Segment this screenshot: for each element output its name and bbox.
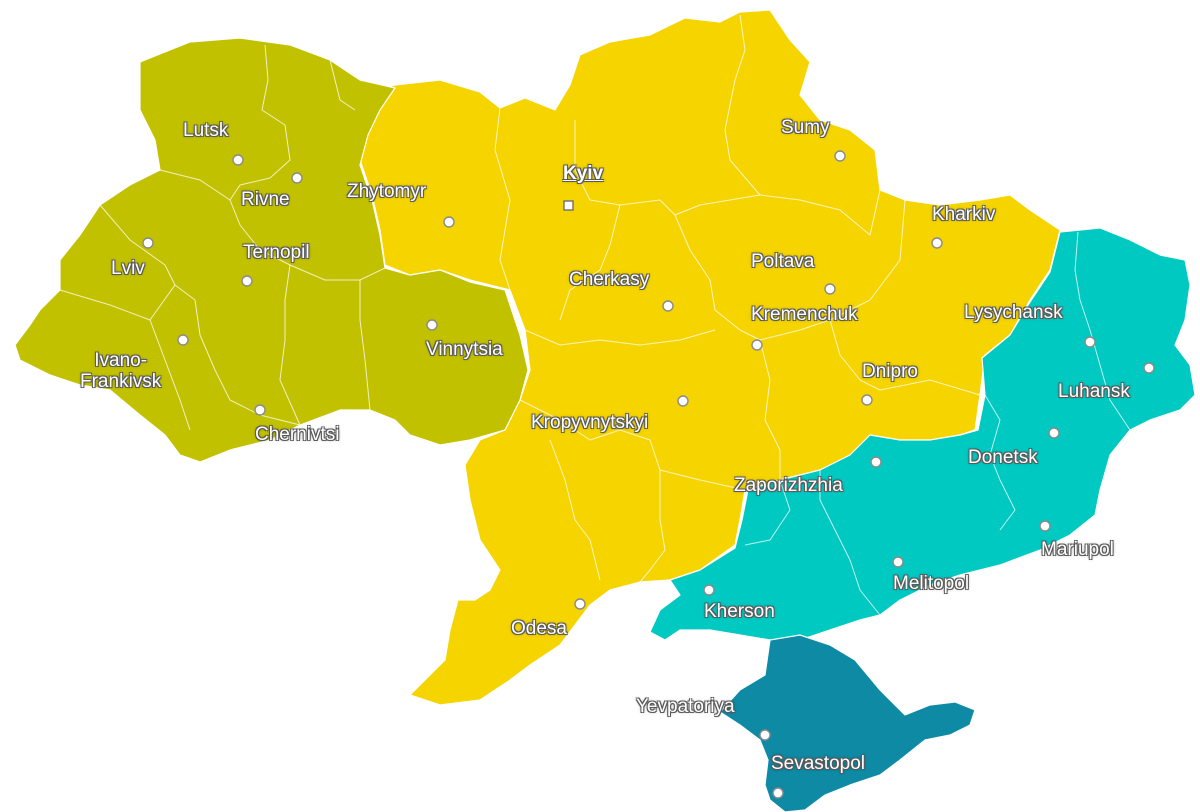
city-label-sevastopol: Sevastopol [771,753,866,774]
city-label-mariupol: Mariupol [1041,539,1114,560]
city-label-donetsk: Donetsk [968,447,1038,468]
city-label-yevpatoriya: Yevpatoriya [636,696,735,717]
city-dot-poltava[interactable] [824,283,836,295]
city-label-vinnytsia: Vinnytsia [426,339,503,360]
city-dot-vinnytsia[interactable] [426,319,438,331]
city-dot-lutsk[interactable] [232,154,244,166]
city-label-sumy: Sumy [781,117,830,138]
city-dot-sumy[interactable] [834,150,846,162]
city-dot-rivne[interactable] [291,172,303,184]
city-label-kremenchuk: Kremenchuk [751,304,858,325]
city-dot-ternopil[interactable] [241,275,253,287]
region-crimea[interactable] [719,634,976,812]
city-dot-zhytomyr[interactable] [443,216,455,228]
city-dot-melitopol[interactable] [892,556,904,568]
city-label-cherkasy: Cherkasy [569,269,650,290]
city-label-odesa: Odesa [511,618,567,639]
city-label-rivne: Rivne [241,189,290,210]
city-label-lysychansk: Lysychansk [964,302,1063,323]
city-label-kropyvnytskyi: Kropyvnytskyi [531,412,649,433]
city-dot-kremenchuk[interactable] [751,339,763,351]
city-label-kyiv: Kyiv [563,163,604,184]
city-label-kherson: Kherson [704,601,775,622]
city-label-lutsk: Lutsk [183,120,229,141]
city-dot-kharkiv[interactable] [931,237,943,249]
city-dot-luhansk[interactable] [1143,362,1155,374]
city-dot-cherkasy[interactable] [662,300,674,312]
city-label-ivano-frankivsk: Ivano- Frankivsk [80,350,162,392]
city-dot-dnipro[interactable] [861,394,873,406]
city-dot-ivano-frankivsk[interactable] [177,334,189,346]
city-dot-chernivtsi[interactable] [254,404,266,416]
city-label-luhansk: Luhansk [1058,381,1130,402]
city-dot-odesa[interactable] [574,598,586,610]
city-dot-mariupol[interactable] [1039,520,1051,532]
capital-marker-kyiv[interactable] [563,200,574,211]
city-dot-donetsk[interactable] [1048,427,1060,439]
city-dot-zaporizhzhia[interactable] [870,456,882,468]
city-label-ternopil: Ternopil [243,242,310,263]
city-dot-lviv[interactable] [142,237,154,249]
city-label-poltava: Poltava [751,251,815,272]
city-label-lviv: Lviv [111,258,145,279]
city-dot-sevastopol[interactable] [772,787,784,799]
oblast-boundaries [59,14,1131,616]
city-markers [142,150,1155,799]
city-label-melitopol: Melitopol [893,573,970,594]
city-label-zhytomyr: Zhytomyr [347,181,427,202]
city-dot-lysychansk[interactable] [1084,336,1096,348]
city-label-dnipro: Dnipro [862,361,918,382]
region-west[interactable] [14,37,529,463]
city-label-kharkiv: Kharkiv [932,204,996,225]
city-label-chernivtsi: Chernivtsi [255,424,340,445]
city-dot-kropyvnytskyi[interactable] [677,395,689,407]
city-dot-yevpatoriya[interactable] [759,729,771,741]
city-label-zaporizhzhia: Zaporizhzhia [734,475,843,496]
city-dot-kherson[interactable] [703,584,715,596]
